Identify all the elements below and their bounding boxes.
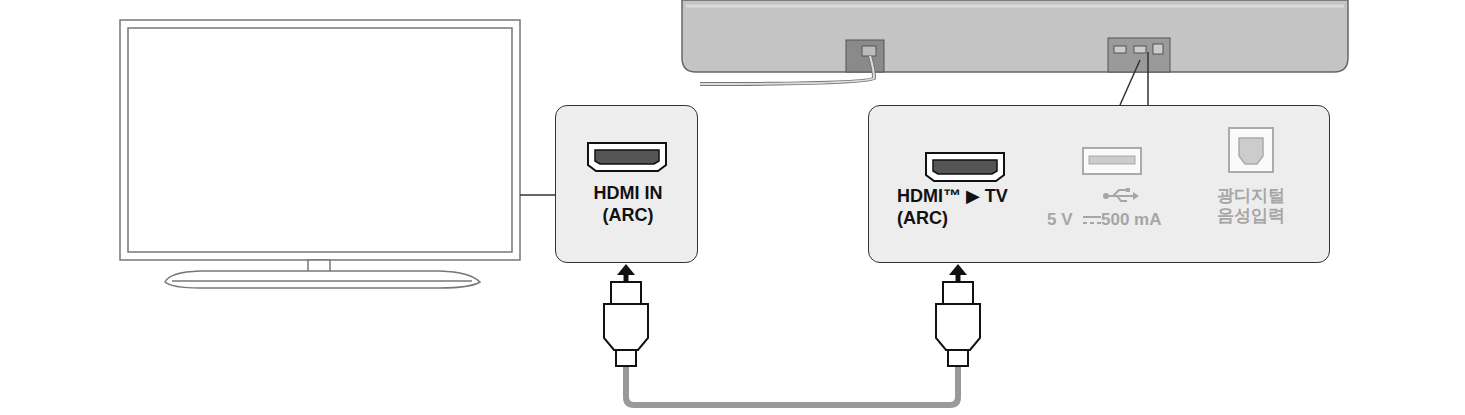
- leader-line: [520, 194, 555, 196]
- port-label: HDMI IN (ARC): [574, 183, 682, 226]
- port-label-disabled: 광디지털 음성입력: [1217, 186, 1299, 227]
- hdmi-plug: [604, 282, 980, 366]
- leader-line: [1120, 52, 1148, 105]
- port-callout: HDMI IN (ARC): [555, 105, 698, 263]
- port-callout: HDMI™ ▶ TV (ARC) 5 V 500 mA 광디지털 음성입력: [868, 105, 1330, 263]
- tv: [120, 20, 520, 288]
- dc-icon: [1081, 210, 1103, 230]
- soundbar: [682, 0, 1348, 84]
- usbsym-icon: [1101, 186, 1141, 206]
- hdmi-cable: [617, 264, 967, 405]
- port-label: HDMI™ ▶ TV (ARC): [897, 186, 1037, 229]
- opt-icon: [1227, 126, 1317, 186]
- port-label-disabled: 500 mA: [1101, 210, 1171, 230]
- port-label-disabled: 5 V: [1047, 210, 1081, 230]
